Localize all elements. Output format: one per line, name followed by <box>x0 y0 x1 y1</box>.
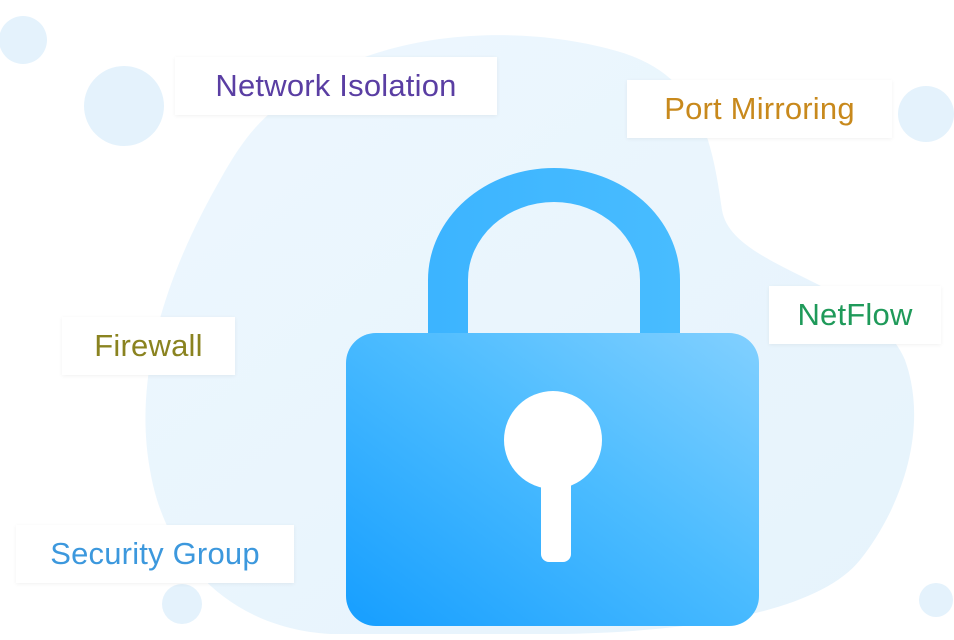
security-group-tag: Security Group <box>16 525 294 583</box>
padlock-icon <box>346 168 759 626</box>
network-isolation-label: Network Isolation <box>215 68 457 103</box>
port-mirroring-label: Port Mirroring <box>664 91 855 126</box>
port-mirroring-tag: Port Mirroring <box>627 80 892 138</box>
firewall-tag: Firewall <box>62 317 235 375</box>
firewall-label: Firewall <box>94 328 203 363</box>
padlock-shackle <box>428 168 680 345</box>
netflow-tag: NetFlow <box>769 286 941 344</box>
network-isolation-tag: Network Isolation <box>175 57 497 115</box>
decor-circle <box>84 66 164 146</box>
keyhole-slot <box>541 466 571 562</box>
decor-circle <box>919 583 953 617</box>
decor-circle <box>0 16 47 64</box>
decor-circle <box>898 86 954 142</box>
keyhole-icon <box>504 391 602 489</box>
netflow-label: NetFlow <box>797 297 913 332</box>
security-group-label: Security Group <box>50 536 260 571</box>
decor-circle <box>162 584 202 624</box>
